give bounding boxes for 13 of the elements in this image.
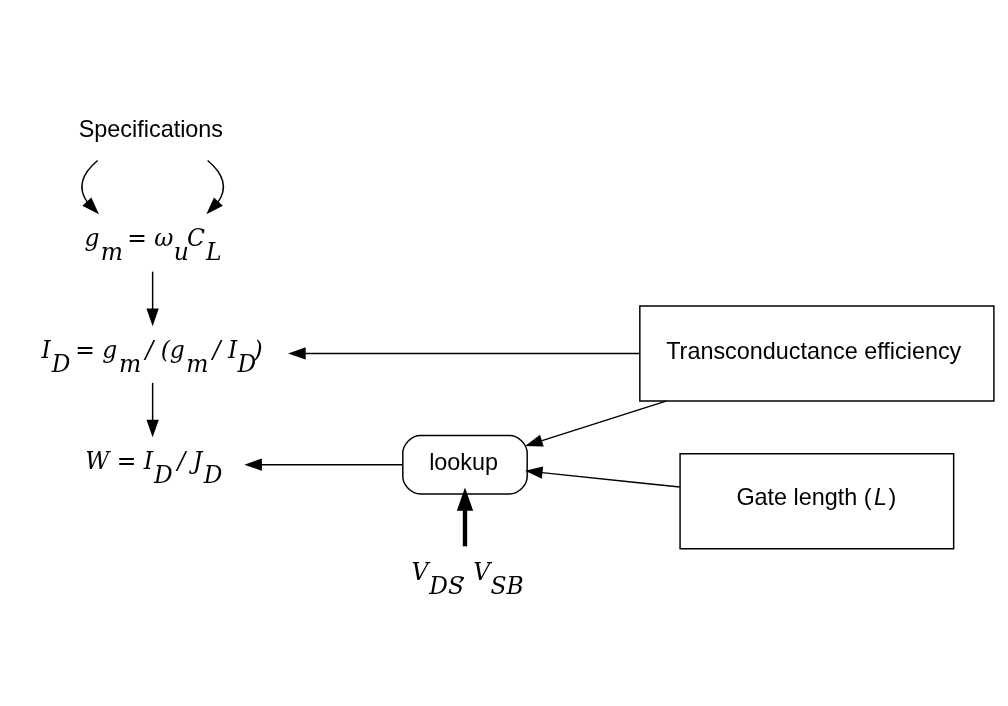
node-box: Transconductance efficiency [638,304,995,402]
node-box: lookup [401,434,528,495]
arrow [524,399,667,446]
arrow [243,458,403,471]
arrow [287,346,640,360]
arrow [456,486,473,546]
node-text: Specifications [78,115,223,142]
arrow [205,159,224,214]
arrow [146,270,159,326]
arrow [524,466,680,488]
arrow [146,381,159,437]
node-box: Gate length (L) [678,452,954,550]
arrow [80,159,99,214]
